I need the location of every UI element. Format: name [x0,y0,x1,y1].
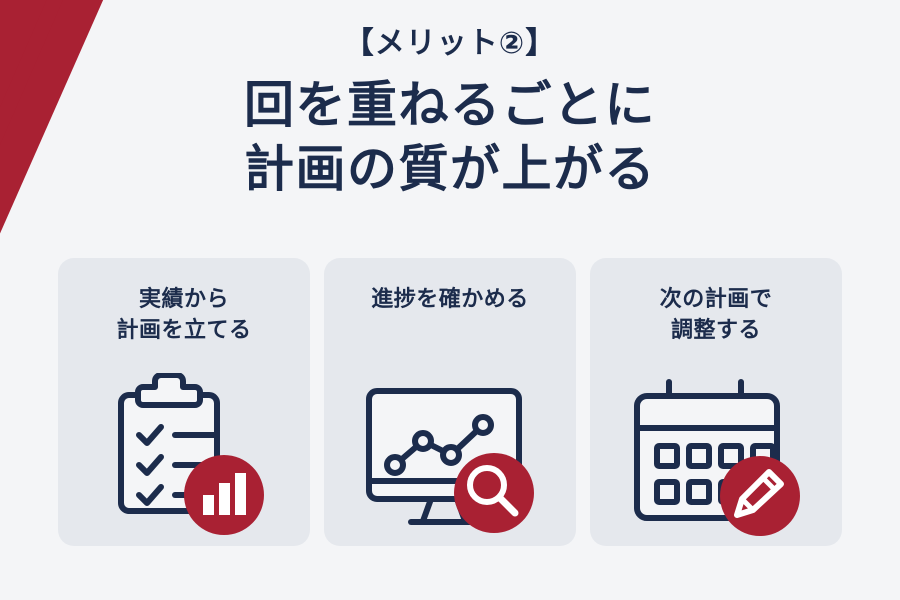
calendar-icon [634,379,800,536]
card-artwork [324,358,576,538]
card-label: 進捗を確かめる [324,284,576,315]
card-plan-from-results[interactable]: 実績から 計画を立てる [58,258,310,546]
card-row: 実績から 計画を立てる [58,258,842,546]
card-artwork [590,358,842,538]
bar-chart-icon [184,455,264,535]
card-artwork [58,358,310,538]
card-label-line-1: 次の計画で [659,287,773,312]
card-label: 次の計画で 調整する [590,284,842,346]
card-label-line-1: 進捗を確かめる [371,287,529,312]
magnifier-icon [454,453,534,533]
card-label-line-2: 計画を立てる [116,318,252,344]
clipboard-checklist-icon [118,373,264,535]
header-block: 【メリット②】 回を重ねるごとに 計画の質が上がる [0,24,900,201]
pencil-icon [720,456,800,536]
page-title: 回を重ねるごとに 計画の質が上がる [0,73,900,201]
card-label: 実績から 計画を立てる [58,284,310,346]
card-label-line-1: 実績から [138,287,229,312]
eyebrow-text: 【メリット②】 [343,26,557,61]
card-adjust-next-plan[interactable]: 次の計画で 調整する [590,258,842,546]
monitor-line-chart-icon [366,388,534,533]
title-line-2: 計画の質が上がる [244,139,656,198]
card-check-progress[interactable]: 進捗を確かめる [324,258,576,546]
title-line-1: 回を重ねるごとに [244,75,656,134]
card-label-line-2: 調整する [670,318,761,344]
